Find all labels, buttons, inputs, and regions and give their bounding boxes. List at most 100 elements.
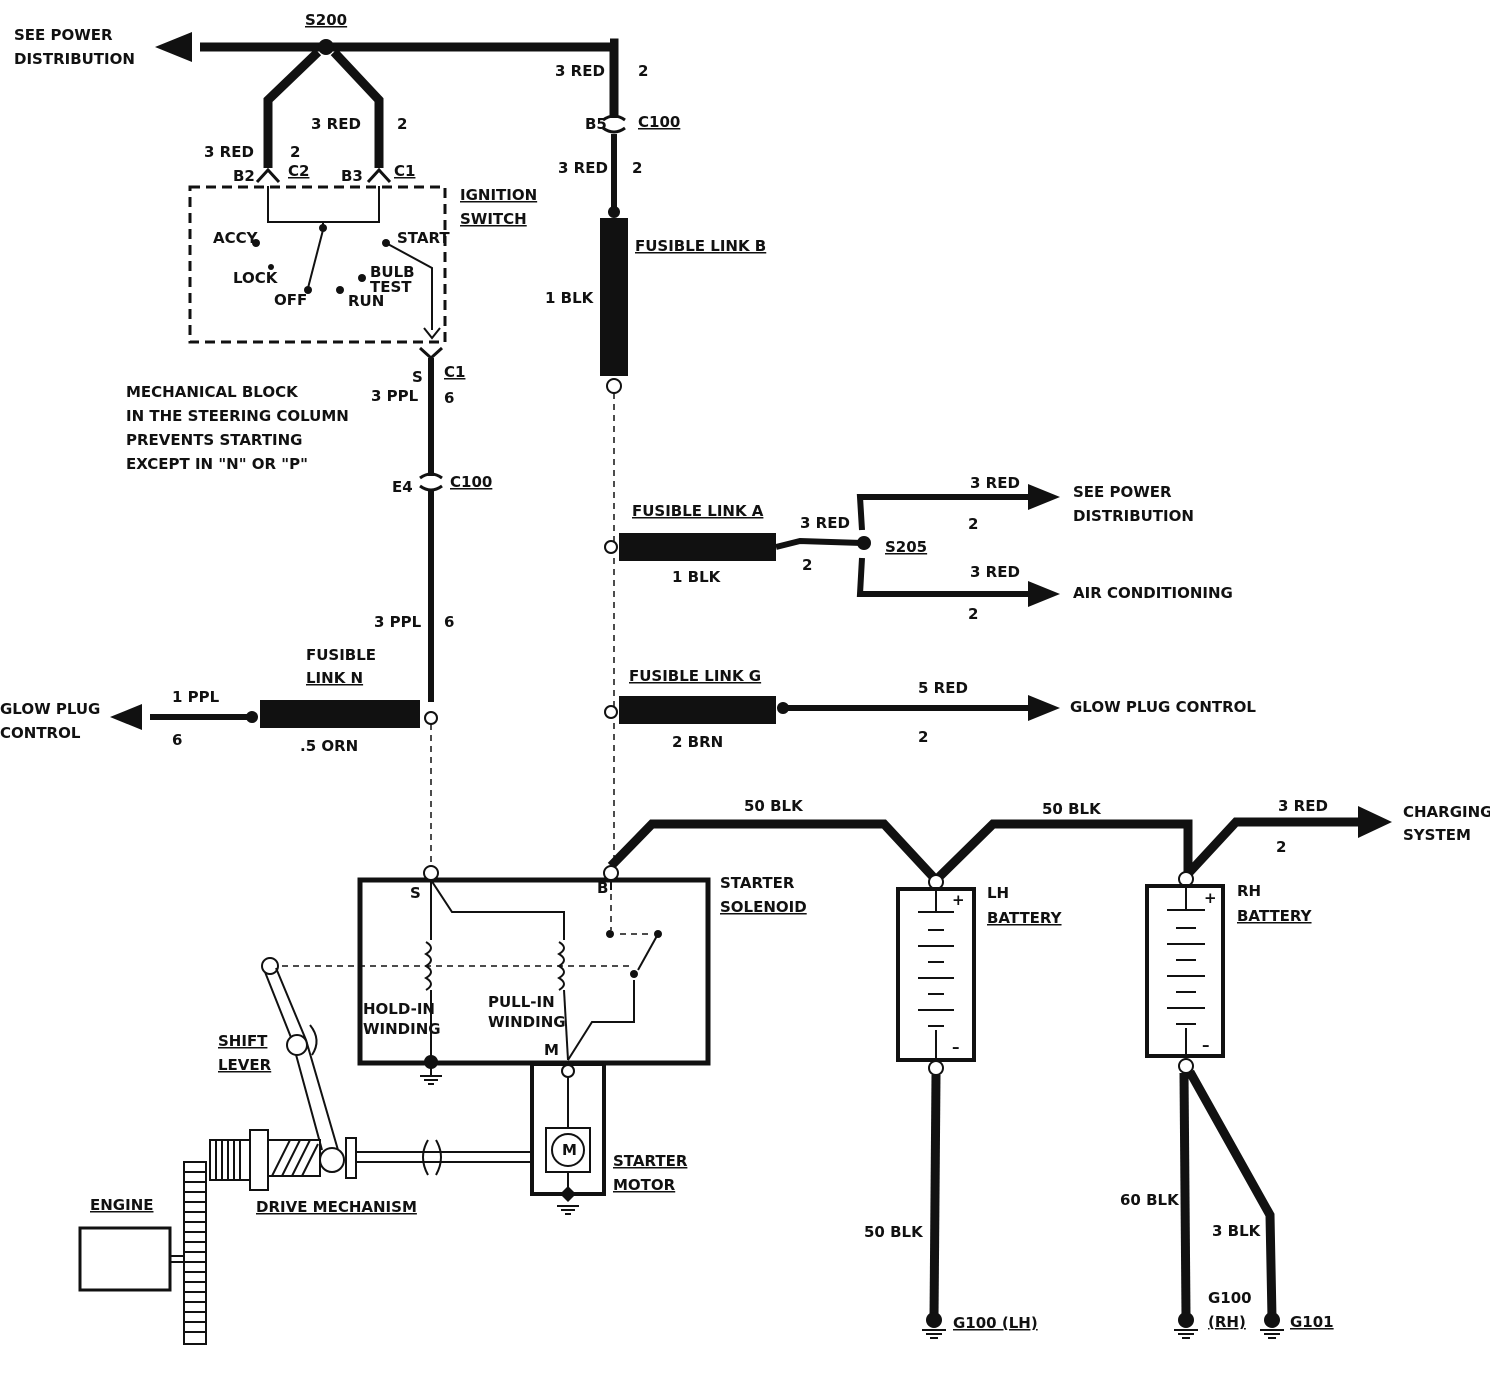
circuit-2-label: 2 — [1276, 838, 1286, 856]
connector-c100-label: C100 — [450, 473, 492, 491]
fusible-link-n — [260, 700, 420, 728]
battery-positive-icon: + — [1204, 889, 1217, 907]
wire-1-ppl-label: 1 PPL — [172, 688, 220, 706]
glow-plug-control-label-2: CONTROL — [0, 724, 81, 742]
connector-c2-label: C2 — [288, 162, 309, 180]
drive-mechanism-label: DRIVE MECHANISM — [256, 1198, 417, 1216]
wire-3-red-label: 3 RED — [311, 115, 361, 133]
rh-battery: + – — [1145, 871, 1225, 1074]
wire-3-red-label: 3 RED — [558, 159, 608, 177]
note-line-2: IN THE STEERING COLUMN — [126, 407, 349, 425]
ground-icon — [922, 1312, 946, 1339]
lh-battery-label: LH — [987, 884, 1009, 902]
connector-chevron-icon — [418, 346, 444, 361]
hold-in-winding-label-2: WINDING — [363, 1020, 441, 1038]
circuit-2-label: 2 — [968, 605, 978, 623]
wire-3-ppl-label: 3 PPL — [374, 613, 422, 631]
wire-1-blk-label: 1 BLK — [545, 289, 595, 307]
battery-negative-icon: – — [952, 1038, 960, 1056]
circuit-2-label: 2 — [802, 556, 812, 574]
pull-in-winding-label: PULL-IN — [488, 993, 555, 1011]
note-line-4: EXCEPT IN "N" OR "P" — [126, 455, 308, 473]
connector-b5-label: B5 — [585, 115, 607, 133]
ignition-switch-label: IGNITION — [460, 186, 537, 204]
connector-cap-icon — [419, 472, 443, 480]
engine-flywheel — [78, 1161, 207, 1345]
arrow-left-icon — [155, 32, 192, 62]
connector-chevron-icon — [255, 167, 281, 184]
fusible-link-g — [619, 696, 776, 724]
connector-cap-icon — [419, 484, 443, 492]
fusible-link-n-label-2: LINK N — [306, 669, 363, 687]
note-line-1: MECHANICAL BLOCK — [126, 383, 299, 401]
wire-3-red-label: 3 RED — [970, 474, 1020, 492]
see-power-distribution-label: SEE POWER — [1073, 483, 1172, 501]
splice-s200-node — [318, 39, 334, 55]
lh-battery-label-2: BATTERY — [987, 909, 1063, 927]
fusible-link-b — [600, 218, 628, 376]
ground-g100-label: G100 — [1208, 1289, 1252, 1307]
lh-battery: + – — [896, 874, 976, 1076]
circuit-2-label: 2 — [918, 728, 928, 746]
wire-05-orn-label: .5 ORN — [300, 737, 358, 755]
shift-lever-label: SHIFT — [218, 1032, 268, 1050]
connector-e4-label: E4 — [392, 478, 413, 496]
starter-motor: M — [530, 1062, 606, 1215]
charging-system-label-2: SYSTEM — [1403, 826, 1471, 844]
wire-3-blk-label: 3 BLK — [1212, 1222, 1262, 1240]
engine-block — [78, 1226, 172, 1292]
connector-b2-label: B2 — [233, 167, 255, 185]
battery-positive-icon: + — [952, 891, 965, 909]
switch-position-accy: ACCY — [213, 229, 259, 247]
circuit-2-label: 2 — [290, 143, 300, 161]
arrow-left-icon — [110, 704, 142, 730]
wire-3-red-label: 3 RED — [800, 514, 850, 532]
connector-b3-label: B3 — [341, 167, 363, 185]
switch-position-run: RUN — [348, 292, 384, 310]
fusible-link-a-label: FUSIBLE LINK A — [632, 502, 764, 520]
circuit-2-label: 2 — [632, 159, 642, 177]
connector-chevron-icon — [366, 167, 392, 184]
starter-solenoid-label-2: SOLENOID — [720, 898, 807, 916]
switch-position-start: START — [397, 229, 450, 247]
switch-position-test: TEST — [370, 278, 412, 296]
rh-battery-label: RH — [1237, 882, 1261, 900]
connector-c100-label: C100 — [638, 113, 680, 131]
ground-icon — [1260, 1312, 1284, 1339]
connector-cap-icon — [602, 114, 626, 122]
pull-in-winding-label-2: WINDING — [488, 1013, 566, 1031]
starter-solenoid-label: STARTER — [720, 874, 795, 892]
wire-2-brn-label: 2 BRN — [672, 733, 723, 751]
wire-3-ppl-label: 3 PPL — [371, 387, 419, 405]
switch-position-lock: LOCK — [233, 269, 279, 287]
circuit-2-label: 2 — [638, 62, 648, 80]
wire-1-blk-label: 1 BLK — [672, 568, 722, 586]
ignition-switch: ACCY LOCK OFF RUN START BULB TEST — [188, 185, 450, 344]
starter-motor-label: STARTER — [613, 1152, 688, 1170]
hold-in-winding-label: HOLD-IN — [363, 1000, 435, 1018]
rh-battery-label-2: BATTERY — [1237, 907, 1313, 925]
starter-motor-label-2: MOTOR — [613, 1176, 676, 1194]
fusible-link-n-label: FUSIBLE — [306, 646, 376, 664]
drive-mechanism — [209, 1129, 532, 1191]
wire-60-blk-label: 60 BLK — [1120, 1191, 1180, 1209]
switch-position-bulb: BULB — [370, 263, 415, 281]
arrow-right-icon — [1028, 581, 1060, 607]
circuit-6-label: 6 — [172, 731, 182, 749]
wire-3-red-label: 3 RED — [555, 62, 605, 80]
charging-system-label: CHARGING — [1403, 803, 1490, 821]
wire-3-red-label: 3 RED — [1278, 797, 1328, 815]
ground-g100-rh-label: (RH) — [1208, 1313, 1246, 1331]
note-line-3: PREVENTS STARTING — [126, 431, 303, 449]
circuit-6-label: 6 — [444, 613, 454, 631]
circuit-2-label: 2 — [968, 515, 978, 533]
wire-5-red-label: 5 RED — [918, 679, 968, 697]
switch-position-off: OFF — [274, 291, 307, 309]
solenoid-terminal-m: M — [544, 1041, 559, 1059]
ignition-switch-label-2: SWITCH — [460, 210, 527, 228]
ground-icon — [560, 1186, 576, 1202]
connector-cap-icon — [602, 126, 626, 134]
arrow-right-icon — [1028, 695, 1060, 721]
wire-50-blk-label: 50 BLK — [1042, 800, 1102, 818]
